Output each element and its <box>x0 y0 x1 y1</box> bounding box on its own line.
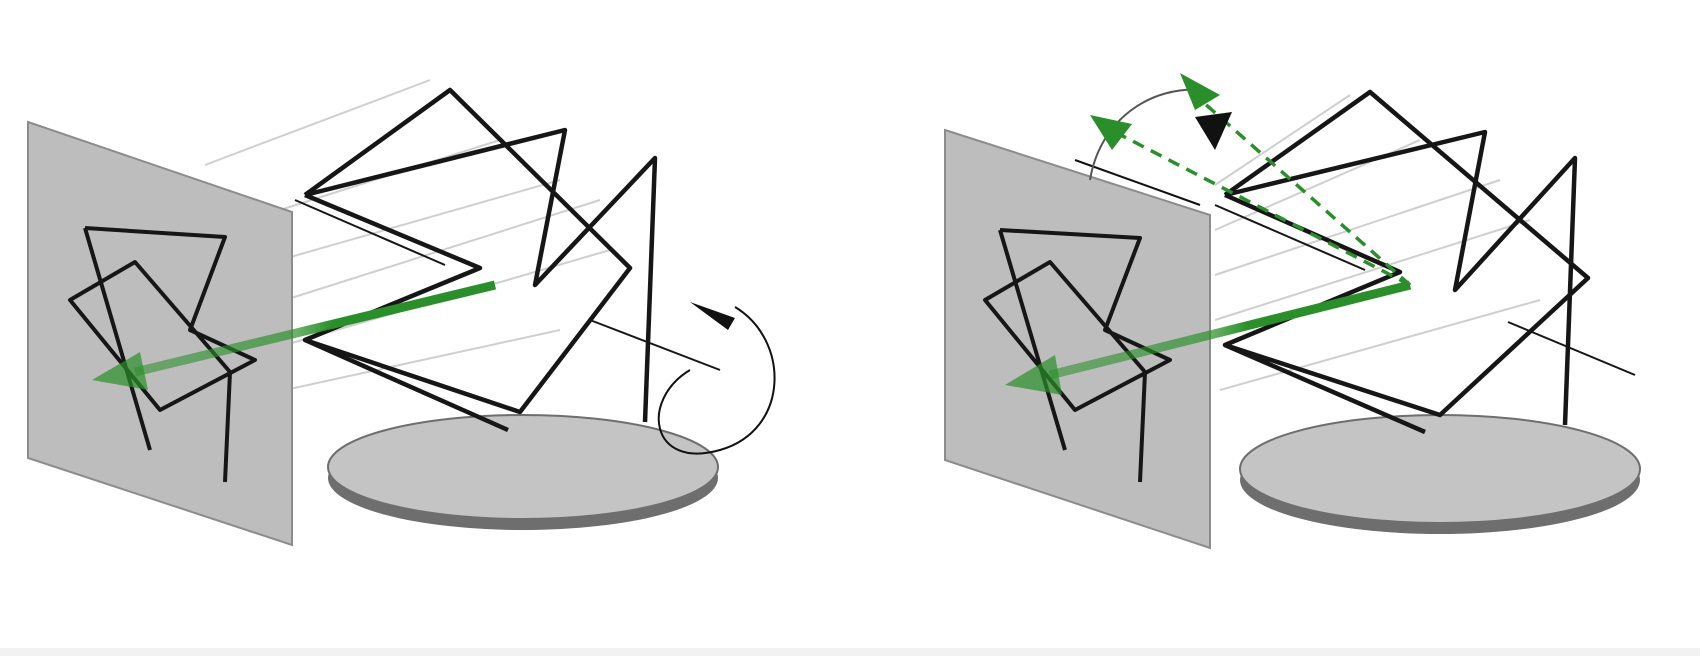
rotation-arc-arrow <box>657 302 776 455</box>
projected-shadow-figure <box>68 226 257 483</box>
projected-shadow-figure <box>983 228 1172 483</box>
panel-left <box>27 79 776 547</box>
projection-screen <box>27 120 293 547</box>
dashed-viewpoint-arrows <box>1090 73 1412 287</box>
turntable <box>327 414 719 530</box>
viewing-arrow <box>92 280 497 390</box>
viewpoint-arc <box>1074 88 1206 206</box>
wire-figure <box>1214 89 1636 435</box>
turntable <box>1239 414 1641 534</box>
projection-screen <box>944 128 1211 550</box>
viewing-arrow <box>1005 280 1412 395</box>
bottom-edge-band <box>0 648 1700 656</box>
wire-figure <box>294 87 721 433</box>
panel-right <box>944 73 1641 550</box>
projection-rays <box>1214 94 1541 391</box>
